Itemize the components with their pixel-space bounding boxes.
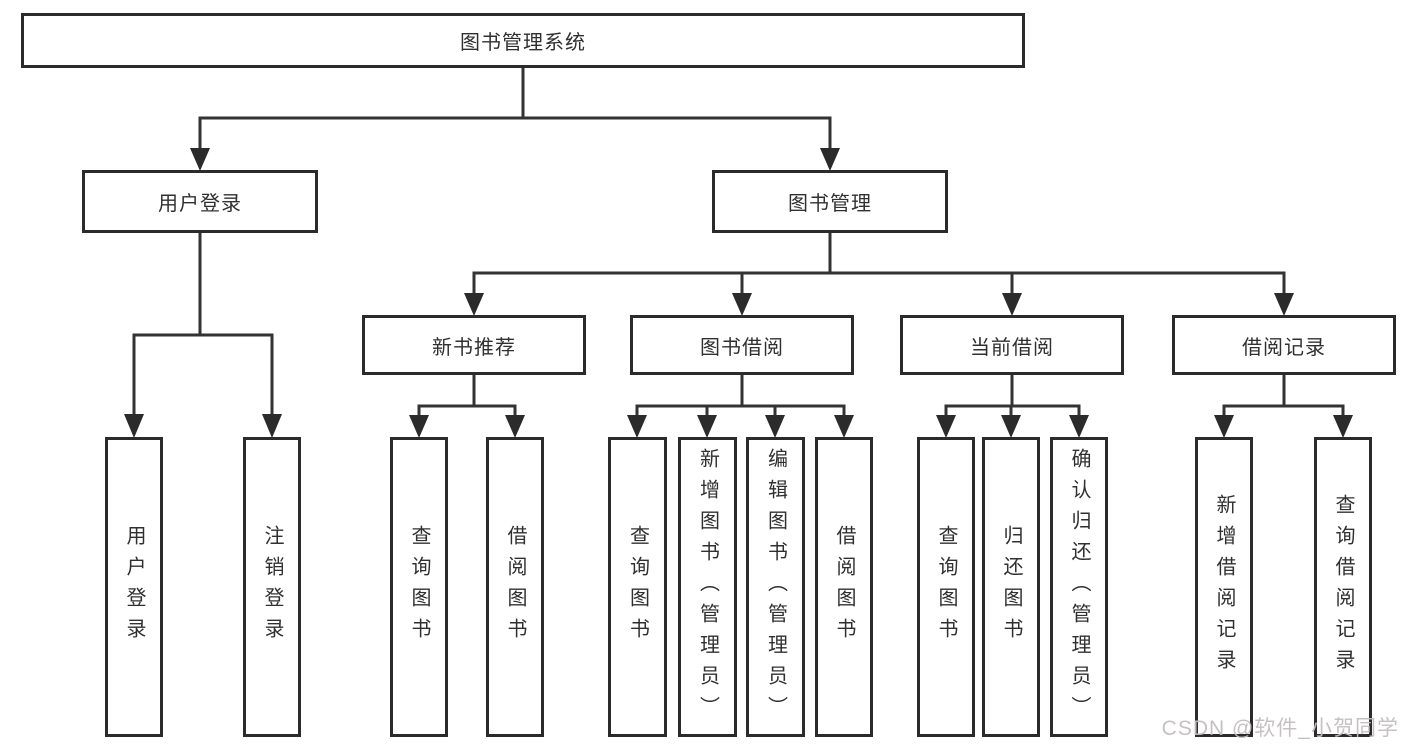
leaf-query-books-current: 查询图书 [917,437,975,737]
leaf-query-books-current-label: 查询图书 [935,525,957,649]
leaf-edit-books-admin: 编辑图书（管理员） [746,437,805,737]
node-current-borrowing: 当前借阅 [900,315,1124,375]
leaf-query-books-recommend-label: 查询图书 [408,525,430,649]
leaf-return-books: 归还图书 [982,437,1040,737]
arrowhead-icons [124,148,1353,438]
leaf-query-borrow-record: 查询借阅记录 [1314,437,1372,737]
csdn-watermark: CSDN @软件_小贺同学 [1161,717,1399,740]
leaf-borrow-books-recommend-label: 借阅图书 [504,525,526,649]
leaf-add-books-admin: 新增图书（管理员） [678,437,737,737]
node-root-system: 图书管理系统 [21,13,1025,68]
leaf-add-borrow-record: 新增借阅记录 [1195,437,1253,737]
leaf-edit-books-admin-label: 编辑图书（管理员） [764,447,787,727]
node-borrowing-records: 借阅记录 [1172,315,1396,375]
node-current-borrowing-label: 当前借阅 [970,336,1054,359]
leaf-confirm-return-admin-label: 确认归还（管理员） [1068,447,1090,727]
node-root-label: 图书管理系统 [460,32,586,54]
node-book-borrowing: 图书借阅 [630,315,854,375]
node-book-management-label: 图书管理 [788,193,872,215]
leaf-return-books-label: 归还图书 [1000,525,1022,649]
leaf-borrow-books: 借阅图书 [815,437,873,737]
leaf-user-login: 用户登录 [105,437,163,737]
leaf-add-borrow-record-label: 新增借阅记录 [1213,494,1235,680]
node-book-borrowing-label: 图书借阅 [700,336,784,359]
leaf-borrow-books-recommend: 借阅图书 [486,437,544,737]
leaf-add-books-admin-label: 新增图书（管理员） [696,447,719,727]
leaf-user-login-label: 用户登录 [123,525,145,649]
node-user-login-label: 用户登录 [158,193,242,215]
leaf-query-books-recommend: 查询图书 [390,437,448,737]
leaf-query-borrow-record-label: 查询借阅记录 [1332,494,1354,680]
node-new-book-recommend: 新书推荐 [362,315,586,375]
node-user-login: 用户登录 [82,170,318,233]
leaf-query-books-borrow-label: 查询图书 [626,525,649,649]
leaf-logout: 注销登录 [243,437,301,737]
leaf-query-books-borrow: 查询图书 [608,437,667,737]
node-new-book-recommend-label: 新书推荐 [432,336,516,359]
node-book-management: 图书管理 [712,170,948,233]
leaf-borrow-books-label: 借阅图书 [833,525,855,649]
leaf-logout-label: 注销登录 [261,525,283,649]
node-borrowing-records-label: 借阅记录 [1242,336,1326,359]
leaf-confirm-return-admin: 确认归还（管理员） [1050,437,1108,737]
